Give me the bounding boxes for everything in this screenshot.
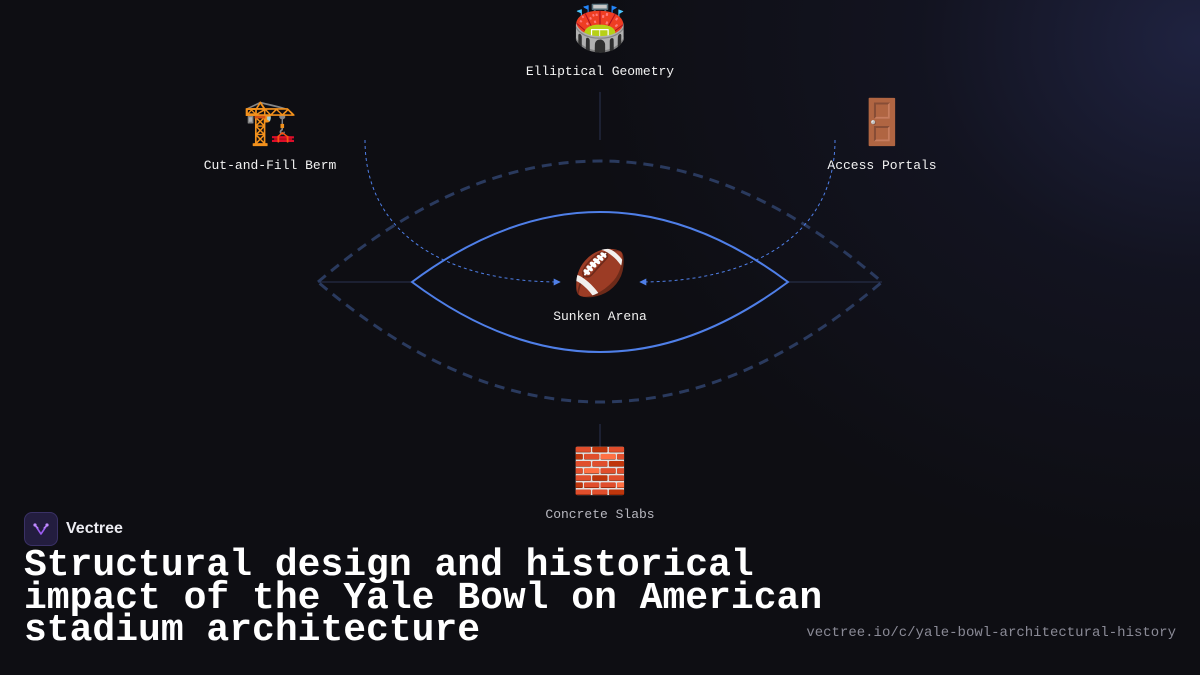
node-label: Access Portals	[827, 158, 937, 173]
node-cut-and-fill-berm: 🏗️ Cut-and-Fill Berm	[150, 100, 390, 173]
node-access-portals: 🚪 Access Portals	[762, 100, 1002, 173]
page-title: Structural design and historical impact …	[24, 544, 823, 652]
node-elliptical-geometry: 🏟️ Elliptical Geometry	[480, 6, 720, 79]
node-label: Elliptical Geometry	[525, 64, 675, 79]
node-label: Concrete Slabs	[545, 507, 655, 522]
node-concrete-slabs: 🧱 Concrete Slabs	[480, 449, 720, 522]
source-url: vectree.io/c/yale-bowl-architectural-his…	[806, 625, 1176, 641]
node-sunken-arena: 🏈 Sunken Arena	[480, 251, 720, 324]
outer-berm-outline	[315, 159, 885, 404]
inner-arena-outline	[410, 211, 790, 353]
arrow-portals-to-arena	[639, 139, 836, 286]
construction-crane-icon: 🏗️	[242, 101, 298, 151]
vectree-logo-icon	[24, 512, 58, 546]
stadium-icon: 🏟️	[572, 7, 628, 57]
brand: Vectree	[24, 512, 123, 546]
door-icon: 🚪	[854, 101, 910, 151]
football-icon: 🏈	[572, 252, 628, 302]
node-label: Cut-and-Fill Berm	[203, 158, 337, 173]
arrow-berm-to-arena	[364, 139, 561, 286]
brick-wall-icon: 🧱	[572, 450, 628, 500]
brand-name: Vectree	[66, 520, 123, 537]
node-label: Sunken Arena	[553, 309, 647, 324]
